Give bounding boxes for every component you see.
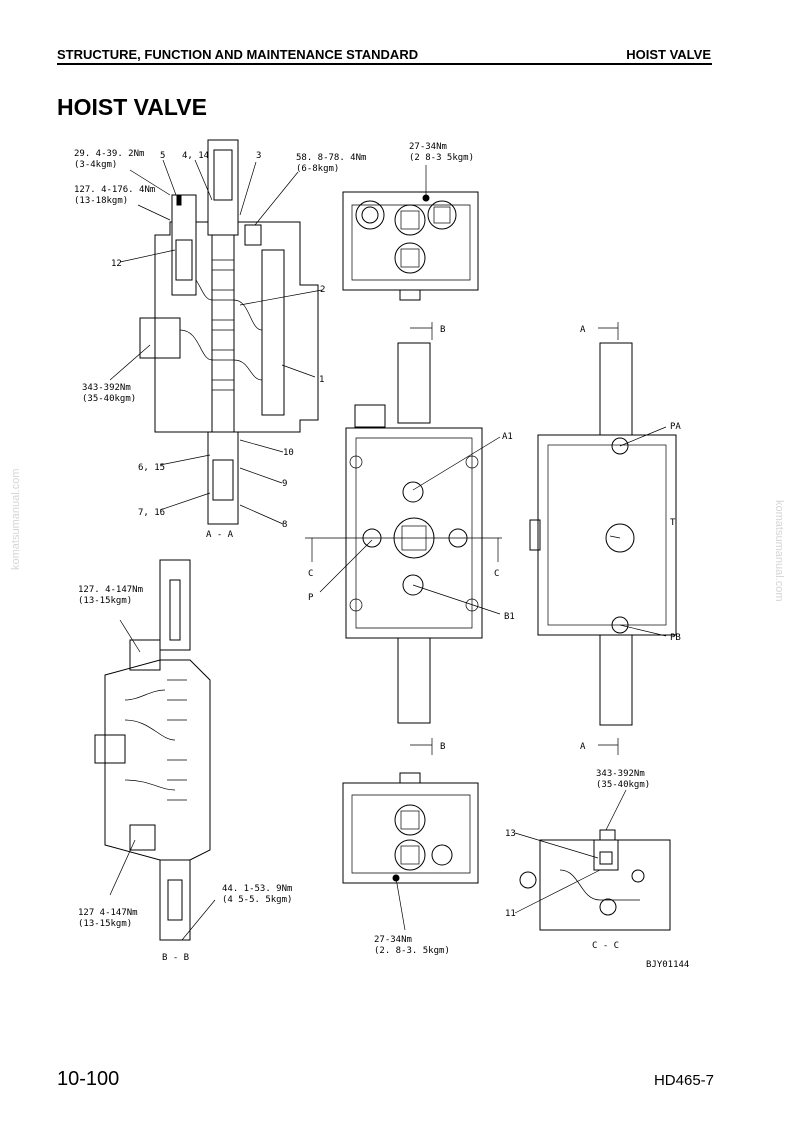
port-b1: B1 [504, 612, 515, 622]
machine-model: HD465-7 [653, 1072, 714, 1089]
torque-label: 27-34Nm [409, 142, 447, 152]
torque-label: 127. 4-147Nm [78, 585, 143, 595]
torque-label: 44. 1-53. 9Nm [222, 884, 292, 894]
marker-a-top: A [580, 325, 586, 335]
header-rule [57, 63, 712, 65]
front-view [305, 342, 502, 724]
torque-label: 343-392Nm [596, 769, 645, 779]
port-t: T [670, 518, 676, 528]
page-number: 10-100 [57, 1068, 120, 1090]
torque-label: (13-15kgm) [78, 596, 132, 606]
callout-9: 9 [282, 479, 287, 489]
drawing-labels: 29. 4-39. 2Nm (3-4kgm) 127. 4-176. 4Nm (… [74, 142, 689, 970]
callout-13: 13 [505, 829, 516, 839]
leader-lines [109, 159, 667, 941]
section-label-cc: C - C [592, 941, 619, 951]
callout-4-14: 4, 14 [182, 151, 209, 161]
torque-label: (2. 8-3. 5kgm) [374, 946, 450, 956]
callout-8: 8 [282, 520, 287, 530]
torque-label: (35-40kgm) [596, 780, 650, 790]
torque-label: 127. 4-176. 4Nm [74, 185, 155, 195]
torque-label: (3-4kgm) [74, 160, 117, 170]
port-a1: A1 [502, 432, 513, 442]
callout-5: 5 [160, 151, 165, 161]
callout-7-16: 7, 16 [138, 508, 165, 518]
marker-a-bottom: A [580, 742, 586, 752]
callout-1: 1 [319, 375, 324, 385]
section-label-bb: B - B [162, 953, 189, 963]
torque-label: (2 8-3 5kgm) [409, 153, 474, 163]
port-p: P [308, 593, 314, 603]
side-view [529, 342, 677, 726]
torque-label: (13-15kgm) [78, 919, 132, 929]
port-pa: PA [670, 422, 681, 432]
torque-label: (6-8kgm) [296, 164, 339, 174]
callout-10: 10 [283, 448, 294, 458]
callout-2: 2 [320, 285, 325, 295]
callout-11: 11 [505, 909, 516, 919]
marker-c-right: C [494, 569, 499, 579]
callout-3: 3 [256, 151, 261, 161]
figure-code: BJY01144 [646, 960, 689, 970]
torque-label: 127 4-147Nm [78, 908, 138, 918]
torque-label: 29. 4-39. 2Nm [74, 149, 144, 159]
header-section-title: STRUCTURE, FUNCTION AND MAINTENANCE STAN… [57, 47, 419, 62]
section-label-aa: A - A [206, 530, 234, 540]
marker-b-top: B [440, 325, 445, 335]
torque-label: 343-392Nm [82, 383, 131, 393]
end-view-top [342, 191, 479, 301]
torque-label: (35-40kgm) [82, 394, 136, 404]
torque-label: 27-34Nm [374, 935, 412, 945]
callout-12: 12 [111, 259, 122, 269]
section-cc-view [519, 829, 671, 931]
header-page-topic: HOIST VALVE [626, 47, 711, 62]
torque-label: (13-18kgm) [74, 196, 128, 206]
torque-label: (4 5-5. 5kgm) [222, 895, 292, 905]
page-title: HOIST VALVE [57, 94, 207, 120]
torque-label: 58. 8-78. 4Nm [296, 153, 366, 163]
marker-b-bottom: B [440, 742, 445, 752]
port-pb: PB [670, 633, 681, 643]
section-bb-view [94, 559, 211, 941]
callout-6-15: 6, 15 [138, 463, 165, 473]
end-view-bottom [342, 772, 479, 884]
marker-c-left: C [308, 569, 313, 579]
section-aa-view [139, 139, 319, 525]
